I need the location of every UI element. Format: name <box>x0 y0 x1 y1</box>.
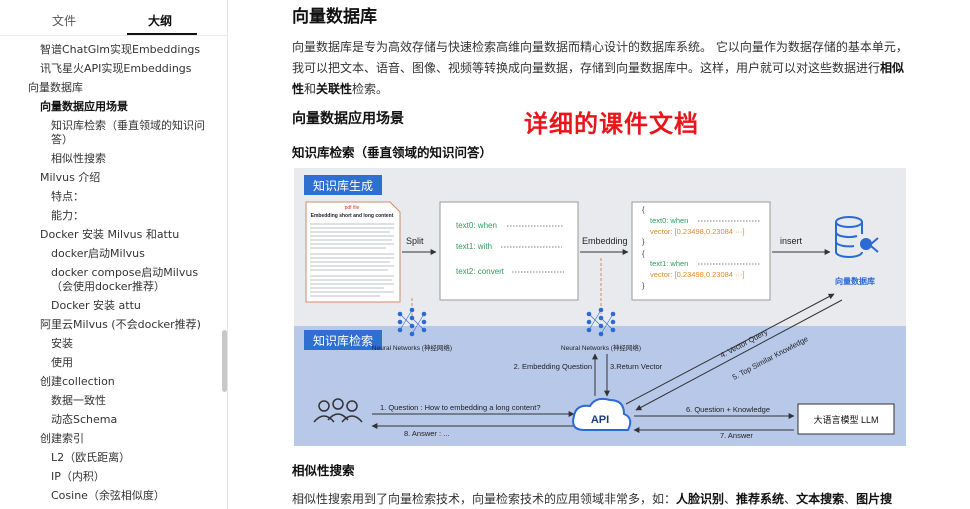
pdf-tag: pdf file <box>345 205 360 211</box>
outline-item[interactable]: 特点： <box>51 189 84 203</box>
nn-label-center: Neural Networks (神经网络) <box>561 343 641 352</box>
generation-label-bg <box>304 175 382 195</box>
outline-item[interactable]: Milvus 介绍 <box>40 170 101 184</box>
nn-label-left: Neural Networks (神经网络) <box>372 343 452 352</box>
active-tab-indicator <box>127 33 197 35</box>
outline-item[interactable]: 能力： <box>51 208 84 222</box>
svg-text:{: { <box>642 249 645 258</box>
users-icon <box>313 398 363 423</box>
outro-paragraph: 相似性搜索用到了向量检索技术，向量检索技术的应用领域非常多，如：人脸识别、推荐系… <box>292 492 893 506</box>
subsection-heading-knowledge: 知识库检索（垂直领域的知识问答） <box>292 145 493 160</box>
outline-item[interactable]: 智谱ChatGlm实现Embeddings <box>40 42 201 56</box>
vector-database-icon <box>835 216 879 258</box>
step-6: 6. Question + Knowledge <box>686 405 770 414</box>
vector-text-0: text0: when <box>650 216 688 225</box>
step-7: 7. Answer <box>720 431 753 440</box>
outline-item[interactable]: L2（欧氏距离） <box>51 450 131 464</box>
retrieval-label-bg <box>304 330 382 350</box>
step-3: 3.Return Vector <box>610 362 663 371</box>
outline-item[interactable]: 向量数据库 <box>28 80 83 94</box>
outline-item[interactable]: 使用 <box>51 355 73 369</box>
section-heading: 向量数据应用场景 <box>292 111 404 127</box>
insert-label: insert <box>780 236 803 246</box>
outline-item[interactable]: docker compose启动Milvus（会使用docker推荐） <box>51 265 199 293</box>
embedding-label: Embedding <box>582 236 628 246</box>
vector-db-label: 向量数据库 <box>835 276 875 286</box>
step-8: 8. Answer : ... <box>404 429 449 438</box>
sidebar-tabs: 文件 大纲 <box>0 0 227 36</box>
retrieval-label: 知识库检索 <box>313 333 373 348</box>
vectors-box <box>631 201 771 301</box>
vector-value-1: vector: [0.23498,0.23084 ···] <box>650 270 745 279</box>
neural-network-icon-center <box>586 307 616 337</box>
vector-text-1: text1: when <box>650 259 688 268</box>
outline-item[interactable]: 阿里云Milvus (不会docker推荐) <box>40 317 201 331</box>
outline-item[interactable]: 讯飞星火API实现Embeddings <box>40 61 192 75</box>
svg-text:}: } <box>642 281 645 290</box>
outline-item[interactable]: 向量数据应用场景 <box>40 99 128 113</box>
outline-list: 智谱ChatGlm实现Embeddings 讯飞星火API实现Embeddings… <box>0 40 220 505</box>
sidebar-scrollbar[interactable] <box>222 330 227 392</box>
api-label: API <box>591 414 609 426</box>
step-1: 1. Question : How to embedding a long co… <box>380 403 541 412</box>
chunk-1: text1: with <box>456 242 492 251</box>
knowledge-base-diagram: 知识库生成 知识库检索 pdf file Embedding short and… <box>294 168 906 446</box>
outline-item[interactable]: 知识库检索（垂直领域的知识问答） <box>51 118 205 146</box>
vector-value-0: vector: [0.23498,0.23084 ···] <box>650 227 745 236</box>
svg-text:{: { <box>642 205 645 214</box>
subsection-heading-similarity: 相似性搜索 <box>292 463 355 478</box>
page-title: 向量数据库 <box>292 7 377 27</box>
llm-label: 大语言模型 LLM <box>813 414 878 425</box>
tab-file[interactable]: 文件 <box>52 14 77 28</box>
outline-item[interactable]: 安装 <box>51 336 73 350</box>
outline-sidebar: 文件 大纲 智谱ChatGlm实现Embeddings 讯飞星火API实现Embe… <box>0 0 228 509</box>
doc-title: Embedding short and long content <box>311 213 394 219</box>
outline-item[interactable]: Cosine（余弦相似度） <box>51 488 165 502</box>
chunk-2: text2: convert <box>456 267 505 276</box>
chunks-box <box>439 201 579 301</box>
outline-item[interactable]: 相似性搜索 <box>51 151 106 165</box>
svg-text:}: } <box>642 237 645 246</box>
intro-paragraph: 向量数据库是专为高效存储与快速检索高维向量数据而精心设计的数据库系统。 它以向量… <box>292 40 908 96</box>
red-banner-text: 详细的课件文档 <box>524 110 699 138</box>
neural-network-icon-left <box>397 307 427 337</box>
split-label: Split <box>406 236 424 246</box>
generation-label: 知识库生成 <box>313 178 373 193</box>
outline-item[interactable]: 创建索引 <box>40 431 84 445</box>
outline-item[interactable]: 数据一致性 <box>51 393 106 407</box>
step-2: 2. Embedding Question <box>514 362 592 371</box>
outline-item[interactable]: 创建collection <box>40 374 115 388</box>
outline-item[interactable]: docker启动Milvus <box>51 246 145 260</box>
api-cloud-icon: API <box>572 397 632 431</box>
outline-item[interactable]: Docker 安装 attu <box>51 298 141 312</box>
outline-item[interactable]: 动态Schema <box>51 412 118 426</box>
llm-box <box>797 403 895 435</box>
outline-item[interactable]: Docker 安装 Milvus 和attu <box>40 227 180 241</box>
pdf-document-icon: pdf file Embedding short and long conten… <box>305 201 401 303</box>
document-content: 向量数据库 向量数据库是专为高效存储与快速检索高维向量数据而精心设计的数据库系统… <box>228 0 970 509</box>
chunk-0: text0: when <box>456 221 497 230</box>
outline-item[interactable]: IP（内积） <box>51 469 105 483</box>
tab-outline[interactable]: 大纲 <box>148 14 173 28</box>
